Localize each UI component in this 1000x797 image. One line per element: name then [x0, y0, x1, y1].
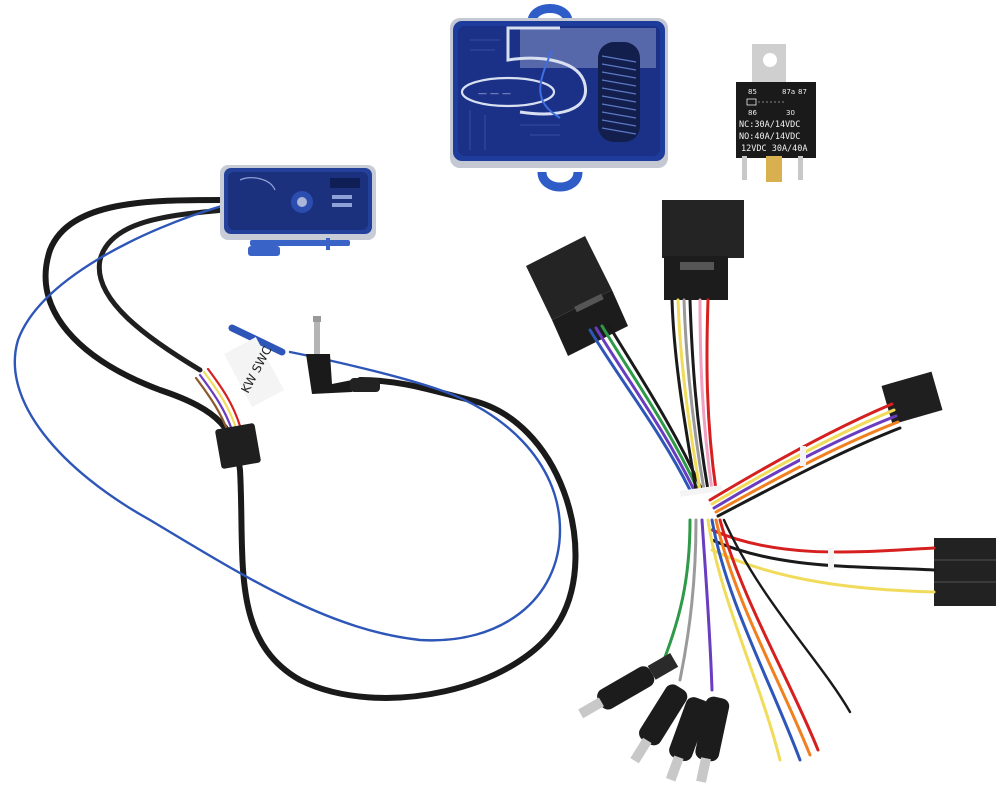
main-interface-module: ———	[450, 4, 668, 192]
relay-rating-nc: NC:30A/14VDC	[739, 120, 800, 130]
relay-rating-coil: 12VDC 30A/40A	[741, 144, 808, 154]
small-molex-connector	[215, 423, 261, 469]
module-logo-text: ———	[478, 89, 514, 99]
connector-d	[934, 538, 996, 606]
swc-small-harness	[194, 367, 242, 434]
relay-pin-30: 30	[786, 109, 795, 117]
rca-plug-4	[695, 696, 730, 783]
harness-wires	[588, 298, 936, 762]
blue-wire-loop	[13, 203, 562, 642]
relay-pin-85: 85	[748, 88, 757, 96]
relay-pin-87a: 87a	[782, 88, 795, 96]
relay: 85 87a 87 86 30 NC:30A/14VDC NO:40A/14VD…	[736, 44, 816, 182]
rca-plug-1	[578, 652, 679, 719]
black-cable-loop	[42, 197, 579, 701]
rca-plug-3	[665, 697, 710, 782]
rca-plug-2	[630, 684, 688, 764]
relay-rating-no: NO:40A/14VDC	[739, 132, 800, 142]
connector-a	[526, 236, 628, 356]
relay-pin-86: 86	[748, 109, 757, 117]
rca-plugs	[578, 652, 730, 783]
audio-plug-3-5mm	[306, 316, 380, 394]
connector-b	[662, 200, 744, 300]
connector-c	[881, 371, 943, 425]
cable-tag: KW SWC	[224, 324, 286, 407]
swc-module	[220, 165, 376, 256]
relay-pin-87: 87	[798, 88, 807, 96]
